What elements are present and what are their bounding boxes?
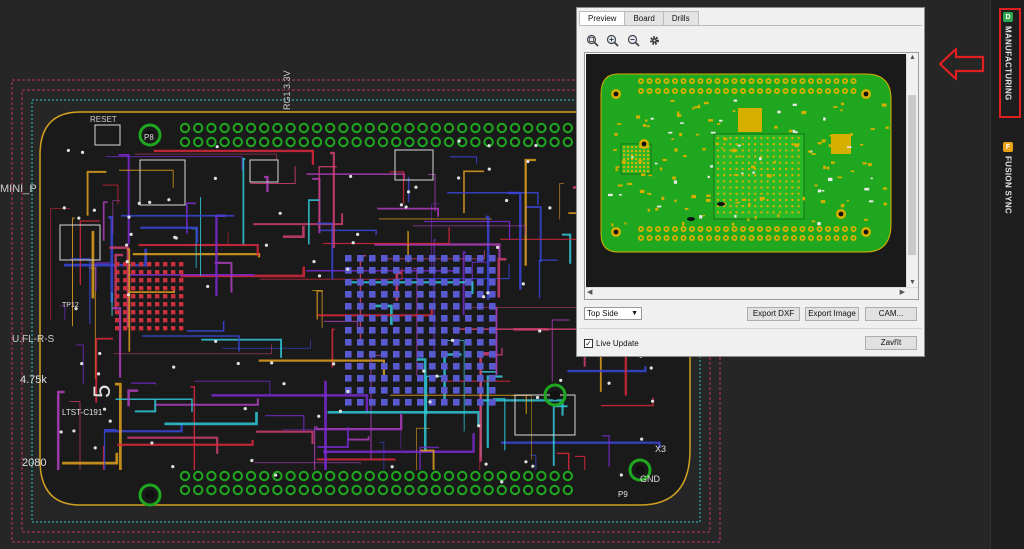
side-panel: D MANUFACTURING F FUSION SYNC	[990, 0, 1024, 549]
scroll-down-icon[interactable]: ▼	[909, 279, 916, 286]
board-label-ufl: U.FL-R-S	[12, 334, 55, 345]
board-label-ltst: LTST-C191	[62, 408, 103, 417]
board-label-p8: P8	[144, 133, 154, 142]
board-label-rg1: RG1 3.3V	[282, 70, 292, 110]
board-preview-image	[586, 54, 907, 287]
gear-icon[interactable]	[647, 33, 661, 47]
board-label-gnd: GND	[640, 474, 661, 484]
board-label-mini: MINI_P	[0, 183, 37, 195]
horizontal-scrollbar[interactable]: ◀ ▶	[585, 287, 918, 299]
zoom-in-icon[interactable]	[605, 33, 619, 47]
cam-button[interactable]: CAM...	[865, 307, 917, 321]
scroll-up-icon[interactable]: ▲	[909, 54, 916, 61]
zoom-out-icon[interactable]	[626, 33, 640, 47]
board-label-5: 5	[89, 385, 116, 398]
sidebar-item-label: MANUFACTURING	[1003, 26, 1013, 101]
board-label-p9: P9	[618, 490, 628, 499]
scroll-left-icon[interactable]: ◀	[587, 289, 593, 296]
live-update-label: Live Update	[596, 339, 639, 348]
preview-viewport[interactable]: ▲ ▼ ◀ ▶	[584, 52, 919, 300]
board-label-reset: RESET	[90, 115, 117, 124]
manufacturing-dialog: Preview Board Drills ▲ ▼ ◀ ▶ Top Side ▼	[576, 7, 925, 357]
divider	[579, 328, 922, 329]
vertical-scroll-thumb[interactable]	[908, 95, 916, 255]
highlight-box	[999, 8, 1021, 118]
red-arrow-icon	[938, 47, 985, 81]
sidebar-item-label: FUSION SYNC	[1003, 156, 1013, 214]
sidebar-item-fusion-sync[interactable]: F FUSION SYNC	[997, 142, 1019, 214]
board-label-x3: X3	[655, 444, 666, 454]
board-label-2080: 2080	[22, 457, 46, 469]
close-button[interactable]: Zavřít	[865, 336, 917, 350]
side-select[interactable]: Top Side ▼	[584, 307, 642, 320]
sidebar-item-manufacturing[interactable]: D MANUFACTURING	[997, 12, 1019, 101]
export-dxf-button[interactable]: Export DXF	[747, 307, 800, 321]
tab-divider	[579, 25, 922, 26]
scroll-right-icon[interactable]: ▶	[899, 289, 905, 296]
dialog-tabs: Preview Board Drills	[579, 11, 699, 26]
side-select-value: Top Side	[587, 309, 619, 318]
tab-preview[interactable]: Preview	[579, 11, 626, 26]
tab-board[interactable]: Board	[624, 11, 664, 25]
manufacturing-icon: D	[1003, 12, 1013, 22]
vertical-scrollbar[interactable]: ▲ ▼	[906, 53, 918, 288]
board-label-resistor: 4.75k	[20, 374, 47, 386]
export-image-button[interactable]: Export Image	[805, 307, 859, 321]
fusion-sync-icon: F	[1003, 142, 1013, 152]
tab-drills[interactable]: Drills	[662, 11, 699, 25]
live-update-checkbox[interactable]: ✓	[584, 339, 593, 348]
chevron-down-icon: ▼	[631, 310, 638, 317]
board-label-tp12: TP12	[62, 302, 79, 309]
zoom-fit-icon[interactable]	[585, 33, 599, 47]
